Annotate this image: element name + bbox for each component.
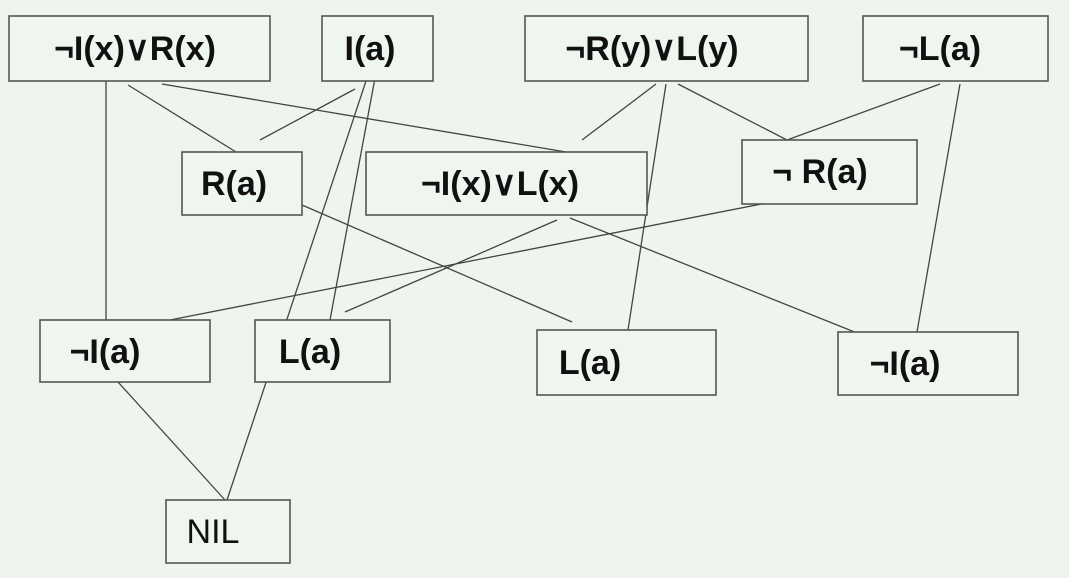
- edge-n3-n7: [677, 83, 788, 141]
- node-label: ¬I(a): [870, 345, 941, 383]
- edge-n5-n10: [301, 204, 573, 323]
- node-n7: ¬ R(a): [741, 139, 918, 205]
- node-n1: ¬I(x)∨R(x): [8, 15, 271, 82]
- edge-n1-n6: [161, 83, 567, 153]
- edge-n1-n5: [127, 84, 237, 153]
- node-label: ¬I(x)∨R(x): [54, 30, 216, 68]
- edge-n7-n8: [169, 196, 798, 321]
- node-n6: ¬I(x)∨L(x): [365, 151, 648, 216]
- node-label: L(a): [279, 333, 341, 371]
- node-label: L(a): [559, 344, 621, 382]
- edge-n2-n5: [259, 88, 356, 141]
- edge-n3-n6: [581, 83, 657, 141]
- edge-n4-n11: [916, 83, 961, 333]
- node-n8: ¬I(a): [39, 319, 211, 383]
- node-label: ¬I(a): [70, 333, 141, 371]
- node-label: I(a): [345, 30, 396, 68]
- edge-n6-n9: [344, 219, 558, 313]
- node-n2: I(a): [321, 15, 434, 82]
- edge-n2-n12: [226, 77, 368, 501]
- node-label: ¬I(x)∨L(x): [421, 165, 579, 203]
- node-n12: NIL: [165, 499, 291, 564]
- edge-n6-n11: [569, 217, 888, 346]
- node-label: ¬R(y)∨L(y): [565, 30, 738, 68]
- node-label: ¬ R(a): [772, 153, 867, 191]
- edge-n2-n9: [329, 77, 376, 321]
- node-n4: ¬L(a): [862, 15, 1049, 82]
- edge-n4-n7: [786, 83, 941, 141]
- node-n5: R(a): [181, 151, 303, 216]
- node-n11: ¬I(a): [837, 331, 1019, 396]
- node-label: NIL: [187, 513, 240, 551]
- node-n3: ¬R(y)∨L(y): [524, 15, 809, 82]
- node-n10: L(a): [536, 329, 717, 396]
- node-label: R(a): [201, 165, 267, 203]
- edges: [105, 77, 961, 501]
- node-label: ¬L(a): [899, 30, 981, 68]
- edge-n8-n12: [117, 381, 226, 501]
- node-n9: L(a): [254, 319, 391, 383]
